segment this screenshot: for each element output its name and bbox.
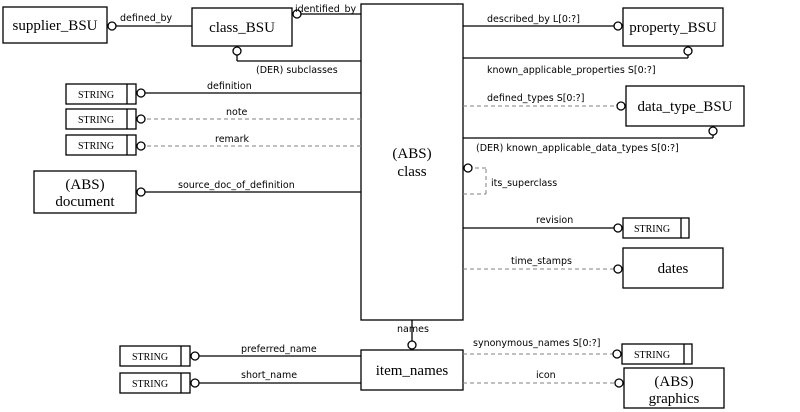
type-string-preferred-name-label: STRING (132, 352, 168, 363)
type-string-revision: STRING (622, 217, 690, 239)
rel-synonymous-names: synonymous_names S[0:?] (463, 338, 622, 359)
type-string-note: STRING (65, 108, 137, 130)
entity-property-bsu-label: property_BSU (629, 20, 717, 36)
type-string-short-name-label: STRING (132, 379, 168, 390)
type-string-note-label: STRING (78, 115, 114, 126)
rel-icon: icon (463, 370, 624, 388)
rel-known-applicable-properties-label: known_applicable_properties S[0:?] (487, 65, 656, 76)
rel-its-superclass: its_superclass (463, 163, 557, 195)
entity-data-type-bsu-label: data_type_BSU (638, 99, 733, 115)
type-string-definition-label: STRING (78, 90, 114, 101)
rel-remark: remark (136, 134, 361, 151)
rel-note: note (136, 107, 361, 124)
rel-time-stamps: time_stamps (463, 256, 623, 274)
rel-revision-label: revision (536, 215, 573, 226)
rel-identified-by: identified_by (292, 4, 361, 19)
type-string-synonymous-names-label: STRING (634, 350, 670, 361)
type-string-remark-label: STRING (78, 141, 114, 152)
rel-described-by-label: described_by L[0:?] (487, 14, 580, 25)
rel-icon-label: icon (536, 370, 556, 381)
rel-names-label: names (397, 324, 429, 335)
rel-described-by: described_by L[0:?] (463, 14, 623, 31)
rel-short-name: short_name (190, 370, 361, 388)
entity-class-bsu: class_BSU (191, 7, 293, 47)
entity-class-main-line1: (ABS) (392, 146, 431, 162)
rel-defined-by-label: defined_by (120, 13, 173, 24)
rel-identified-by-label: identified_by (295, 4, 357, 15)
rel-der-known-applicable-data-types: (DER) known_applicable_data_types S[0:?] (463, 126, 718, 154)
rel-its-superclass-label: its_superclass (491, 178, 557, 189)
entity-class-main-line2: class (397, 164, 426, 180)
entity-dates: dates (622, 247, 724, 289)
entity-graphics: (ABS) graphics (623, 367, 725, 409)
rel-der-known-applicable-data-types-label: (DER) known_applicable_data_types S[0:?] (476, 143, 679, 154)
rel-definition-label: definition (207, 81, 252, 92)
rel-remark-label: remark (215, 134, 250, 145)
entity-class-bsu-label: class_BSU (209, 20, 275, 36)
type-string-revision-label: STRING (634, 224, 670, 235)
rel-source-doc-of-definition: source_doc_of_definition (136, 180, 361, 197)
rel-revision: revision (463, 215, 623, 233)
rel-source-doc-of-definition-label: source_doc_of_definition (178, 180, 295, 191)
entity-document-line1: (ABS) (65, 177, 104, 193)
entity-item-names: item_names (360, 349, 464, 391)
rel-names: names (397, 320, 429, 350)
rel-definition: definition (136, 81, 361, 98)
entity-property-bsu: property_BSU (622, 7, 724, 47)
type-string-remark: STRING (65, 134, 137, 156)
entity-document-line2: document (55, 194, 115, 210)
rel-defined-types: defined_types S[0:?] (463, 93, 626, 111)
entity-class-main: (ABS) class (360, 3, 464, 321)
rel-preferred-name-label: preferred_name (241, 344, 317, 355)
rel-note-label: note (226, 107, 248, 118)
rel-defined-types-label: defined_types S[0:?] (487, 93, 584, 104)
type-string-synonymous-names: STRING (621, 343, 693, 365)
rel-short-name-label: short_name (241, 370, 297, 381)
rel-der-subclasses: (DER) subclasses (232, 46, 361, 76)
rel-der-subclasses-label: (DER) subclasses (256, 65, 338, 76)
rel-defined-by: defined_by (107, 13, 192, 31)
type-string-definition: STRING (65, 83, 137, 105)
rel-time-stamps-label: time_stamps (511, 256, 572, 267)
type-string-preferred-name: STRING (119, 345, 191, 367)
entity-supplier-bsu: supplier_BSU (2, 6, 108, 44)
rel-synonymous-names-label: synonymous_names S[0:?] (473, 338, 600, 349)
entity-graphics-line2: graphics (649, 391, 700, 407)
entity-document: (ABS) document (33, 170, 137, 214)
entity-data-type-bsu: data_type_BSU (625, 85, 745, 127)
type-string-short-name: STRING (119, 372, 191, 394)
entity-graphics-line1: (ABS) (654, 374, 693, 390)
rel-known-applicable-properties: known_applicable_properties S[0:?] (463, 46, 693, 76)
entity-item-names-label: item_names (376, 363, 449, 379)
entity-supplier-bsu-label: supplier_BSU (12, 18, 97, 34)
entity-dates-label: dates (658, 261, 689, 277)
rel-preferred-name: preferred_name (190, 344, 361, 361)
